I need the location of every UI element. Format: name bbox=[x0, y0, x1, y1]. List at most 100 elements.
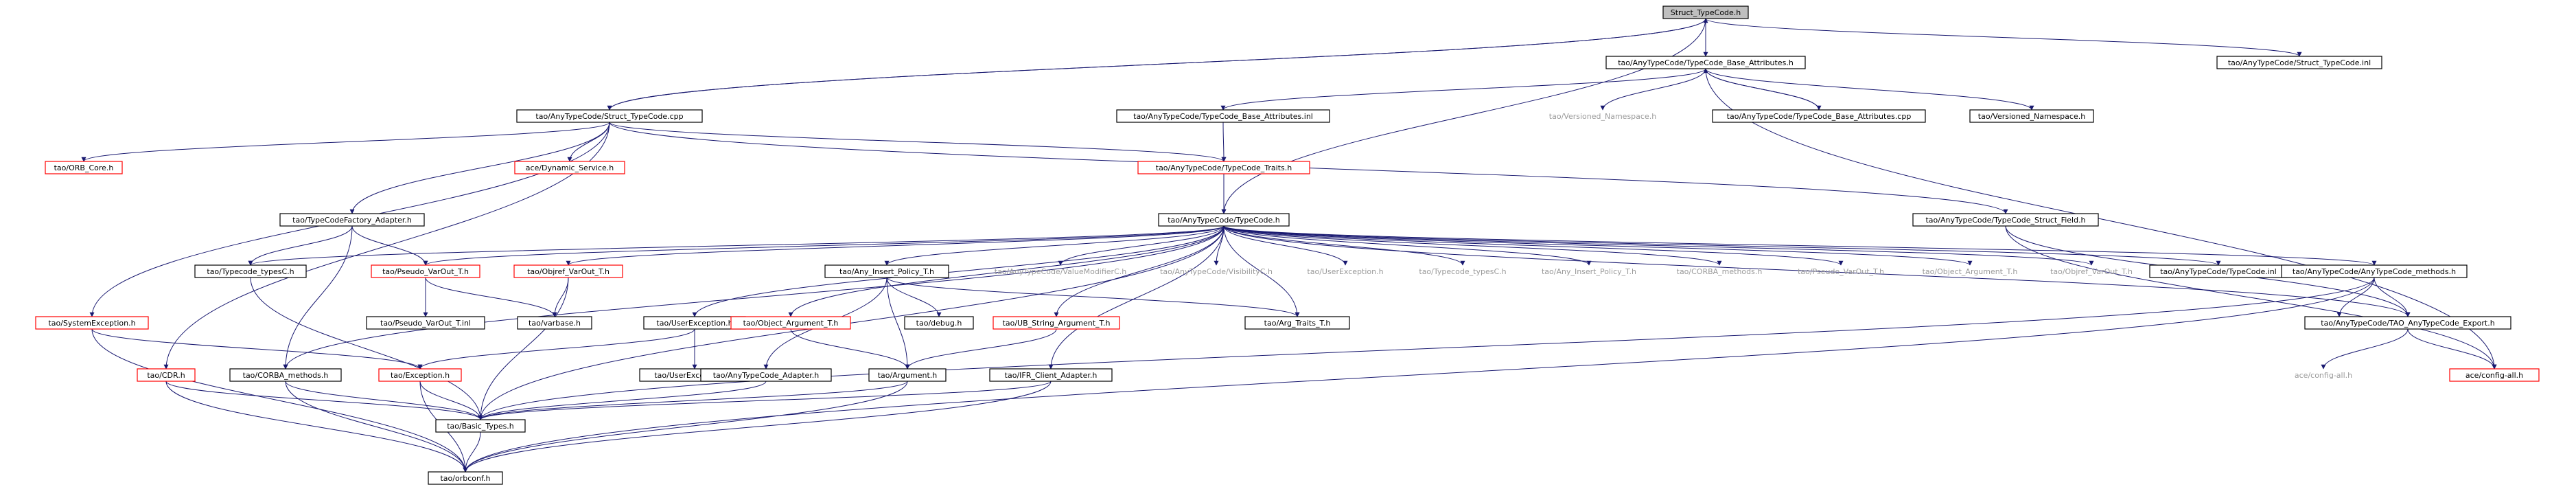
edge-typecode-h-to-anytc-methods bbox=[1223, 225, 2377, 266]
edge-typecode-h-to-ifr-client-adapter bbox=[1048, 225, 1225, 370]
node-base-attr-cpp[interactable]: tao/AnyTypeCode/TypeCode_Base_Attributes… bbox=[1712, 109, 1926, 123]
edge-ifr-client-adapter-to-orbconf bbox=[463, 381, 1052, 473]
node-struct-tc-cpp[interactable]: tao/AnyTypeCode/Struct_TypeCode.cpp bbox=[516, 109, 703, 123]
node-cdr-h[interactable]: tao/CDR.h bbox=[137, 368, 196, 382]
edge-objref-varout-red-to-basic-types bbox=[478, 277, 569, 420]
edge-anytc-export-to-ace-config-all bbox=[2407, 328, 2497, 370]
edge-base-attr-h-to-versioned-ns bbox=[1705, 68, 2034, 111]
node-label: tao/CORBA_methods.h bbox=[1677, 267, 1763, 276]
node-basic-types[interactable]: tao/Basic_Types.h bbox=[435, 419, 526, 433]
node-system-exception[interactable]: tao/SystemException.h bbox=[35, 316, 149, 330]
node-objref-varout-red[interactable]: tao/Objref_VarOut_T.h bbox=[513, 264, 623, 278]
edge-corba-methods-to-basic-types bbox=[285, 381, 483, 420]
edge-ifr-client-adapter-to-basic-types bbox=[478, 381, 1052, 420]
edge-typecode-h-to-ub-string-argument bbox=[1054, 225, 1225, 317]
edge-system-exception-to-orbconf bbox=[91, 328, 468, 473]
node-versioned-ns-ghost: tao/Versioned_Namespace.h bbox=[1549, 112, 1656, 121]
node-any-insert-policy-ghost: tao/Any_Insert_Policy_T.h bbox=[1542, 267, 1636, 276]
edge-ub-string-argument-to-argument-h bbox=[905, 328, 1057, 370]
edge-userexception-h-to-exception-h bbox=[417, 328, 695, 370]
node-label: tao/AnyTypeCode/Struct_TypeCode.cpp bbox=[535, 112, 683, 121]
node-orbconf[interactable]: tao/orbconf.h bbox=[428, 471, 503, 485]
node-label: tao/Object_Argument_T.h bbox=[743, 319, 839, 328]
node-struct-tc-h[interactable]: Struct_TypeCode.h bbox=[1662, 5, 1749, 19]
node-pseudo-varout-inl[interactable]: tao/Pseudo_VarOut_T.inl bbox=[366, 316, 485, 330]
node-box bbox=[1969, 109, 2094, 123]
edge-tcf-adapter-to-corba-methods bbox=[283, 225, 353, 370]
node-label: tao/varbase.h bbox=[529, 319, 581, 328]
node-ub-string-argument[interactable]: tao/UB_String_Argument_T.h bbox=[993, 316, 1120, 330]
node-dynamic-service[interactable]: ace/Dynamic_Service.h bbox=[514, 161, 625, 174]
node-label: tao/Versioned_Namespace.h bbox=[1549, 112, 1656, 121]
node-pseudo-varout-red[interactable]: tao/Pseudo_VarOut_T.h bbox=[371, 264, 480, 278]
edge-typecode-h-to-object-argument-red bbox=[788, 225, 1225, 317]
node-label: tao/IFR_Client_Adapter.h bbox=[1005, 371, 1098, 380]
node-ace-config-all[interactable]: ace/config-all.h bbox=[2449, 368, 2540, 382]
node-anytc-methods[interactable]: tao/AnyTypeCode/AnyTypeCode_methods.h bbox=[2281, 264, 2468, 278]
edge-typecode-h-to-pseudo-varout-ghost bbox=[1223, 225, 1844, 266]
node-box bbox=[137, 368, 196, 382]
node-box bbox=[514, 161, 625, 174]
node-tcf-adapter[interactable]: tao/TypeCodeFactory_Adapter.h bbox=[279, 213, 425, 227]
edge-typecode-h-to-object-argument-ghost bbox=[1223, 225, 1973, 266]
node-any-insert-policy[interactable]: tao/Any_Insert_Policy_T.h bbox=[824, 264, 949, 278]
node-object-argument-red[interactable]: tao/Object_Argument_T.h bbox=[730, 316, 851, 330]
node-argument-h[interactable]: tao/Argument.h bbox=[868, 368, 947, 382]
edge-typecode-h-to-anytc-export bbox=[1223, 225, 2411, 317]
node-label: tao/AnyTypeCode/ValueModifierC.h bbox=[995, 267, 1126, 276]
node-struct-tc-inl[interactable]: tao/AnyTypeCode/Struct_TypeCode.inl bbox=[2216, 56, 2382, 69]
node-box bbox=[513, 264, 623, 278]
node-orb-core[interactable]: tao/ORB_Core.h bbox=[45, 161, 123, 174]
node-base-attr-inl[interactable]: tao/AnyTypeCode/TypeCode_Base_Attributes… bbox=[1116, 109, 1330, 123]
edge-base-attr-cpp-to-base-attr-h bbox=[1703, 68, 1820, 111]
node-label: tao/Pseudo_VarOut_T.h bbox=[1798, 267, 1884, 276]
edge-typecode-h-to-typecode-typesc-a bbox=[248, 225, 1225, 266]
node-label: ace/Dynamic_Service.h bbox=[526, 163, 614, 172]
node-label: tao/AnyTypeCode/AnyTypeCode_methods.h bbox=[2293, 267, 2456, 276]
edge-base-attr-h-to-versioned-ns-ghost bbox=[1600, 68, 1706, 111]
node-debug-h[interactable]: tao/debug.h bbox=[904, 316, 974, 330]
node-typecode-inl[interactable]: tao/AnyTypeCode/TypeCode.inl bbox=[2149, 264, 2288, 278]
node-label: ace/config-all.h bbox=[2295, 371, 2352, 380]
edge-typecode-typesc-a-to-basic-types bbox=[250, 277, 483, 420]
node-versioned-ns[interactable]: tao/Versioned_Namespace.h bbox=[1969, 109, 2094, 123]
node-label: tao/AnyTypeCode/Struct_TypeCode.inl bbox=[2228, 58, 2371, 67]
node-corba-methods[interactable]: tao/CORBA_methods.h bbox=[229, 368, 342, 382]
node-base-attr-h[interactable]: tao/AnyTypeCode/TypeCode_Base_Attributes… bbox=[1605, 56, 1806, 69]
edge-typecode-h-to-userexception-ghost bbox=[1223, 225, 1348, 266]
edge-typecode-h-to-objref-varout-red bbox=[566, 225, 1225, 266]
edge-typecode-h-to-arg-traits bbox=[1223, 225, 1300, 317]
edge-any-insert-policy-to-debug-h bbox=[886, 277, 942, 317]
node-box bbox=[1158, 213, 1290, 227]
node-typecode-h[interactable]: tao/AnyTypeCode/TypeCode.h bbox=[1158, 213, 1290, 227]
edge-typecode-h-to-corba-methods bbox=[283, 225, 1225, 370]
node-anytc-adapter[interactable]: tao/AnyTypeCode_Adapter.h bbox=[700, 368, 832, 382]
node-box bbox=[517, 316, 592, 330]
node-label: tao/Typecode_typesC.h bbox=[207, 267, 294, 276]
node-box bbox=[435, 419, 526, 433]
node-exception-h[interactable]: tao/Exception.h bbox=[378, 368, 462, 382]
node-label: ace/config-all.h bbox=[2465, 371, 2523, 380]
node-struct-field[interactable]: tao/AnyTypeCode/TypeCode_Struct_Field.h bbox=[1912, 213, 2099, 227]
node-varbase[interactable]: tao/varbase.h bbox=[517, 316, 592, 330]
edge-anytc-export-to-ace-config-all-ghost bbox=[2321, 328, 2409, 370]
node-box bbox=[516, 109, 703, 123]
node-box bbox=[229, 368, 342, 382]
node-label: tao/Object_Argument_T.h bbox=[1923, 267, 2018, 276]
node-box bbox=[194, 264, 307, 278]
node-typecode-typesc-a[interactable]: tao/Typecode_typesC.h bbox=[194, 264, 307, 278]
node-userexception-h[interactable]: tao/UserException.h bbox=[643, 316, 746, 330]
node-ifr-client-adapter[interactable]: tao/IFR_Client_Adapter.h bbox=[989, 368, 1113, 382]
node-arg-traits[interactable]: tao/Arg_Traits_T.h bbox=[1244, 316, 1350, 330]
edge-anytc-adapter-to-basic-types bbox=[478, 381, 767, 420]
node-label: tao/AnyTypeCode/TypeCode_Traits.h bbox=[1156, 163, 1292, 172]
node-label: tao/debug.h bbox=[916, 319, 962, 328]
node-corba-methods-ghost: tao/CORBA_methods.h bbox=[1677, 267, 1763, 276]
node-typecode-traits[interactable]: tao/AnyTypeCode/TypeCode_Traits.h bbox=[1137, 161, 1310, 174]
edge-base-attr-h-to-base-attr-inl bbox=[1220, 68, 1706, 111]
edge-exception-h-to-basic-types bbox=[419, 381, 483, 420]
node-anytc-export[interactable]: tao/AnyTypeCode/TAO_AnyTypeCode_Export.h bbox=[2304, 316, 2511, 330]
node-label: tao/TypeCodeFactory_Adapter.h bbox=[292, 216, 412, 225]
edge-struct-tc-h-to-typecode-h bbox=[1221, 18, 1706, 214]
